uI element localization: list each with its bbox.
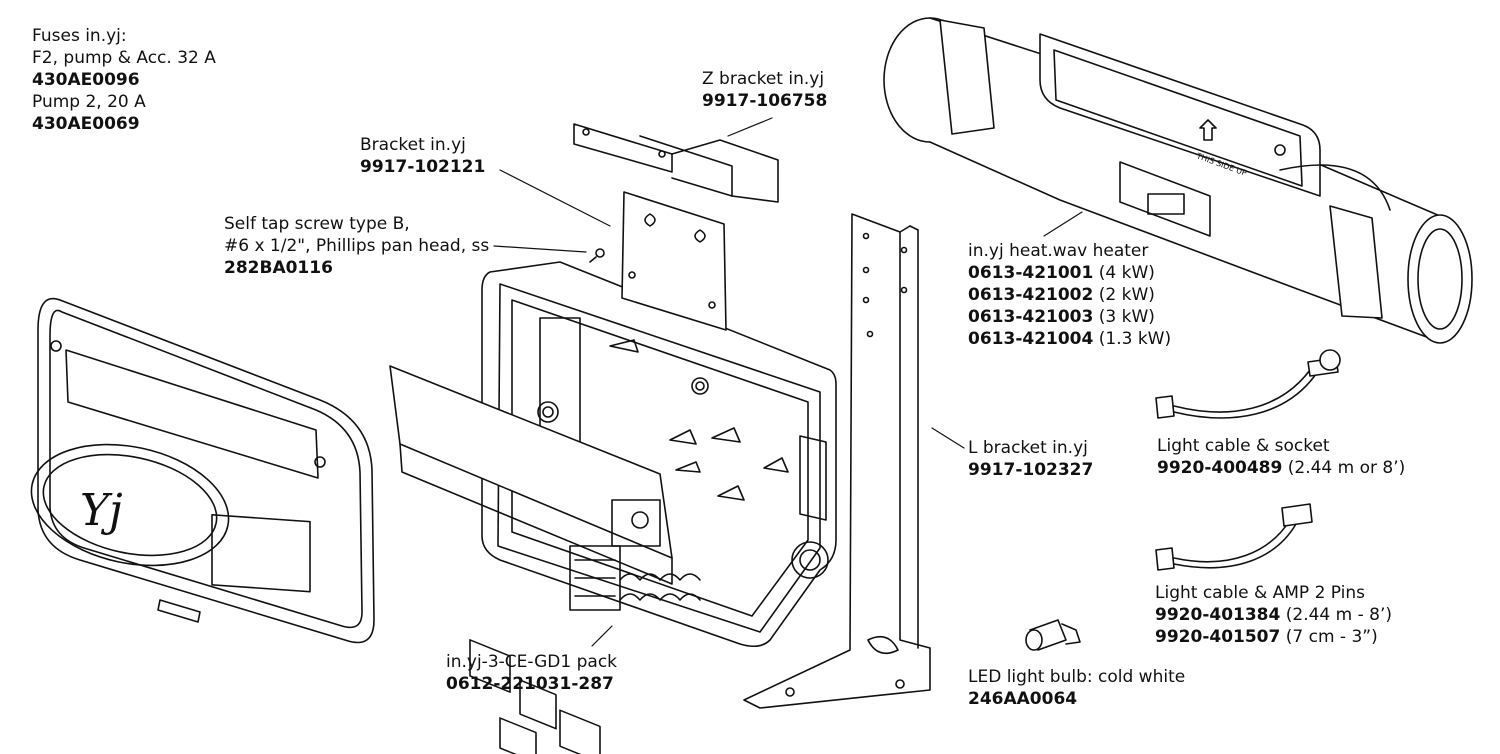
z-bracket-label: Z bracket in.yj 9917-106758	[702, 68, 827, 112]
heater-note-3: (3 kW)	[1098, 307, 1155, 327]
fuses-line1: F2, pump & Acc. 32 A	[32, 48, 216, 68]
led-bulb	[1025, 619, 1081, 651]
light-amp-title: Light cable & AMP 2 Pins	[1155, 583, 1366, 603]
led-title: LED light bulb: cold white	[968, 667, 1186, 687]
screw-line2: #6 x 1/2", Phillips pan head, ss	[224, 236, 490, 256]
z-bracket	[573, 123, 779, 203]
leader-lines	[493, 117, 1083, 647]
screw-title: Self tap screw type B,	[224, 214, 410, 234]
z-bracket-title: Z bracket in.yj	[702, 69, 825, 89]
light-amp-note-2: (7 cm - 3”)	[1285, 627, 1378, 647]
light-cable-amp	[1155, 503, 1313, 571]
heater-label: in.yj heat.wav heater 0613-421001 (4 kW)…	[968, 240, 1171, 350]
pack-title: in.yj-3-CE-GD1 pack	[446, 652, 618, 672]
heater-part-4: 0613-421004	[968, 329, 1094, 349]
light-socket-title: Light cable & socket	[1157, 436, 1330, 456]
l-bracket-part: 9917-102327	[968, 460, 1094, 480]
heater-part-1: 0613-421001	[968, 263, 1094, 283]
light-cable-socket	[1155, 349, 1341, 419]
heater-part-2: 0613-421002	[968, 285, 1094, 305]
heater	[883, 17, 1473, 344]
fuses-part2: 430AE0069	[32, 114, 140, 134]
light-amp-note-1: (2.44 m - 8’)	[1285, 605, 1392, 625]
front-cover	[30, 297, 375, 644]
light-amp-label: Light cable & AMP 2 Pins 9920-401384 (2.…	[1155, 582, 1392, 648]
pack-label: in.yj-3-CE-GD1 pack 0612-221031-287	[446, 651, 617, 695]
led-part: 246AA0064	[968, 689, 1078, 709]
bracket-label: Bracket in.yj 9917-102121	[360, 134, 485, 178]
yj-logo: Yj	[80, 485, 123, 536]
light-socket-label: Light cable & socket 9920-400489 (2.44 m…	[1157, 435, 1405, 479]
light-amp-part-1: 9920-401384	[1155, 605, 1281, 625]
heater-note-1: (4 kW)	[1098, 263, 1155, 283]
led-label: LED light bulb: cold white 246AA0064	[968, 666, 1185, 710]
fuses-line2: Pump 2, 20 A	[32, 92, 146, 112]
circuit-board-pack	[389, 365, 701, 754]
fuses-label: Fuses in.yj: F2, pump & Acc. 32 A 430AE0…	[32, 25, 216, 135]
heater-title: in.yj heat.wav heater	[968, 241, 1149, 261]
light-socket-part: 9920-400489	[1157, 458, 1283, 478]
light-amp-part-2: 9920-401507	[1155, 627, 1281, 647]
z-bracket-part: 9917-106758	[702, 91, 828, 111]
screw-label: Self tap screw type B, #6 x 1/2", Philli…	[224, 213, 489, 279]
heater-part-3: 0613-421003	[968, 307, 1094, 327]
fuses-part1: 430AE0096	[32, 70, 140, 90]
screw	[589, 248, 605, 263]
flat-bracket	[621, 191, 727, 331]
l-bracket	[743, 213, 931, 709]
bracket-part: 9917-102121	[360, 157, 486, 177]
screw-part: 282BA0116	[224, 258, 333, 278]
bracket-title: Bracket in.yj	[360, 135, 466, 155]
heater-note-2: (2 kW)	[1098, 285, 1155, 305]
heater-note-4: (1.3 kW)	[1098, 329, 1172, 349]
light-socket-note: (2.44 m or 8’)	[1287, 458, 1406, 478]
fuses-title: Fuses in.yj:	[32, 26, 127, 46]
l-bracket-title: L bracket in.yj	[968, 438, 1088, 458]
pack-part: 0612-221031-287	[446, 674, 614, 694]
l-bracket-label: L bracket in.yj 9917-102327	[968, 437, 1093, 481]
